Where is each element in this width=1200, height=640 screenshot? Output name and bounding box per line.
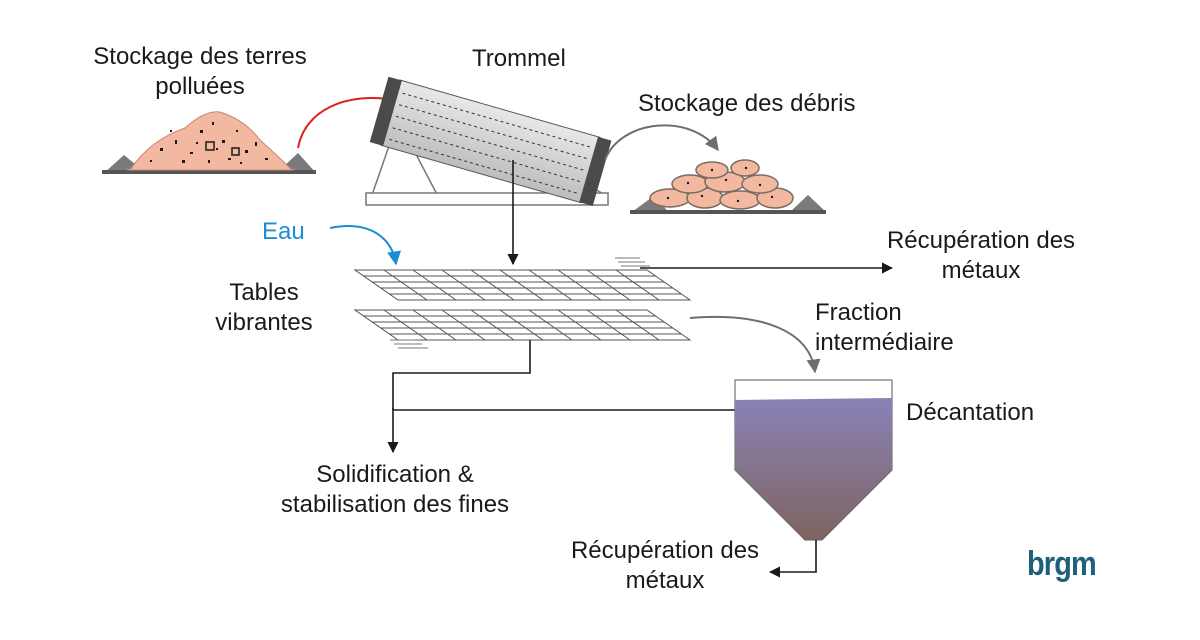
soil-to-trommel-arrow bbox=[297, 91, 398, 149]
water-arrow bbox=[329, 225, 401, 266]
label-tables-vibrantes: Tables vibrantes bbox=[215, 279, 313, 336]
trommel-cap-right bbox=[579, 136, 612, 207]
label-trommel: Trommel bbox=[472, 45, 566, 72]
trommel-machine bbox=[365, 76, 612, 207]
label-stockage-debris: Stockage des débris bbox=[638, 90, 856, 117]
vibration-marks-bottom bbox=[390, 339, 428, 349]
trommel-to-debris-arrow bbox=[604, 124, 719, 161]
label-stockage-terres: Stockage des terres polluées bbox=[93, 43, 307, 100]
trommel-drum bbox=[380, 79, 601, 204]
ground-line bbox=[102, 170, 316, 174]
label-solidification: Solidification & stabilisation des fines bbox=[280, 461, 510, 518]
vibrating-table-bottom bbox=[353, 309, 692, 341]
vibrating-table-top bbox=[353, 269, 692, 301]
table-to-solidification-line bbox=[392, 340, 531, 410]
label-recuperation-metaux-bottom: Récupération des métaux bbox=[570, 537, 760, 594]
soil-mound bbox=[129, 111, 294, 171]
label-fraction-intermediaire: Fraction intermédiaire bbox=[815, 299, 954, 356]
debris-pile bbox=[630, 159, 826, 214]
label-eau: Eau bbox=[262, 218, 305, 245]
fraction-to-decantation-arrow bbox=[689, 315, 821, 374]
vibration-marks-top bbox=[615, 257, 650, 267]
polluted-soil-pile bbox=[102, 111, 316, 174]
label-decantation: Décantation bbox=[906, 399, 1035, 426]
trommel-cap-left bbox=[369, 76, 402, 146]
decantation-tank bbox=[734, 379, 893, 541]
brgm-logo: brgm bbox=[1027, 545, 1097, 583]
trommel-base bbox=[365, 192, 609, 206]
soil-specks bbox=[150, 122, 268, 164]
label-recuperation-metaux-top: Récupération des métaux bbox=[886, 227, 1076, 284]
tank-to-metals-arrow bbox=[768, 540, 817, 578]
